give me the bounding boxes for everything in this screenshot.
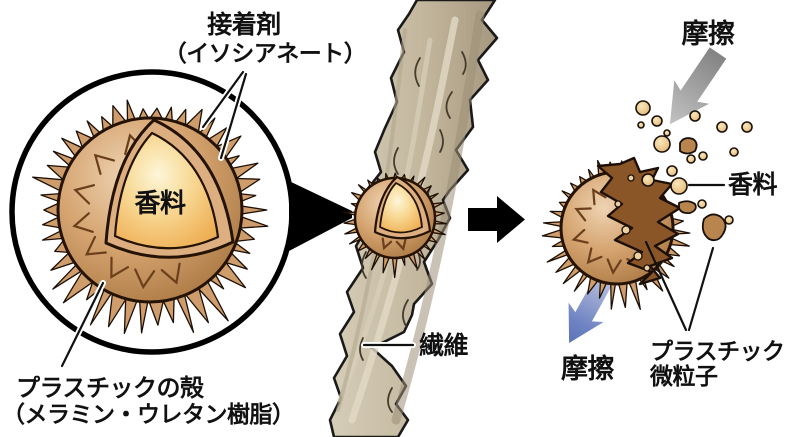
leader-lines	[59, 69, 726, 369]
fragrance-droplet	[698, 151, 708, 161]
shell-label: プラスチックの殻	[16, 375, 205, 402]
crack-pebble	[633, 251, 643, 261]
shell-fragments	[678, 137, 727, 242]
particles-label-line2: 微粒子	[649, 363, 718, 389]
fragrance-droplet	[724, 215, 734, 225]
shell-mark	[110, 256, 130, 279]
fragrance-droplet	[741, 121, 753, 133]
fragrance-droplet	[635, 100, 651, 116]
shell-mark	[586, 247, 603, 265]
crack-pebble	[614, 200, 622, 208]
particles-label-line1: プラスチック	[650, 338, 785, 364]
fragrance-droplet	[666, 165, 678, 177]
fragrance-droplet	[641, 173, 655, 187]
core-label: 香料	[134, 188, 186, 218]
capsule-core	[113, 131, 220, 250]
shell-mark	[84, 235, 107, 256]
shell-mark	[574, 207, 592, 222]
shell-fragment	[701, 213, 727, 242]
friction-arrow-top-icon	[669, 47, 727, 125]
shell-mark	[160, 262, 181, 285]
shell-mark	[591, 187, 607, 206]
shell-fragment	[679, 137, 698, 155]
adhesive-sublabel: （イソシアネート）	[164, 40, 367, 66]
adhesive-label: 接着剤	[207, 10, 281, 39]
crack-pebble	[643, 264, 651, 272]
fragrance-droplet	[689, 110, 701, 122]
adhesive-leader-line	[219, 72, 248, 160]
fragrance-droplet	[653, 135, 671, 153]
shell-mark	[72, 212, 94, 233]
shell-mark	[93, 153, 115, 175]
capsule-crack	[596, 156, 682, 286]
fragrance-droplet	[651, 115, 663, 127]
shell-mark	[73, 184, 96, 205]
fragrance-label: 香料	[728, 171, 778, 199]
fragrance-droplet	[697, 199, 707, 209]
small-core	[379, 182, 423, 234]
particles-leader-line	[644, 240, 688, 332]
particles-leader-line	[687, 246, 715, 332]
fragrance-droplet	[663, 129, 671, 137]
friction-bottom-label: 摩擦	[561, 353, 614, 384]
fiber-label: 繊維	[419, 331, 469, 360]
fragrance-droplet	[686, 154, 696, 164]
crack-pebbles	[614, 174, 651, 272]
friction-top-label: 摩擦	[682, 18, 735, 49]
shell-mark	[571, 228, 589, 244]
shell-mark	[606, 258, 622, 276]
crack-pebble	[627, 174, 635, 182]
shell-fragment	[678, 200, 697, 215]
shell-sublabel: （メラミン・ウレタン樹脂）	[2, 401, 295, 427]
shell-mark	[395, 238, 407, 252]
fragrance-droplet	[637, 121, 645, 129]
fragrance-droplets	[635, 100, 753, 225]
fragrance-droplet	[716, 121, 728, 133]
shell-leader-line	[60, 281, 105, 368]
adhesive-leader-line	[201, 70, 245, 129]
magnifier-wedge	[289, 181, 352, 251]
transition-arrow-icon	[468, 196, 525, 243]
fragrance-droplet	[729, 147, 739, 157]
shell-mark	[134, 268, 156, 290]
shell-mark	[381, 237, 393, 251]
fragrance-droplet	[670, 177, 688, 195]
crack-pebble	[621, 225, 631, 235]
